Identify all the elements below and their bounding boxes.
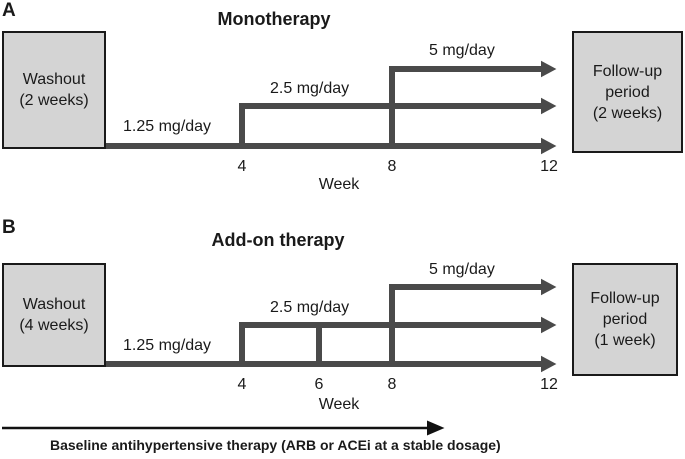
panel-a-lines bbox=[105, 60, 557, 155]
panel-b-tick-12: 12 bbox=[540, 376, 558, 393]
panel-a-followup-box: Follow-up period (2 weeks) bbox=[572, 31, 683, 153]
baseline-label: Baseline antihypertensive therapy (ARB o… bbox=[50, 437, 501, 453]
panel-b-followup-box: Follow-up period (1 week) bbox=[572, 263, 678, 376]
panel-a-dose-3: 5 mg/day bbox=[429, 42, 495, 59]
panel-b-tick-4: 4 bbox=[237, 376, 247, 393]
panel-b-axis-label: Week bbox=[318, 396, 360, 413]
panel-a-dose-1: 1.25 mg/day bbox=[123, 118, 212, 135]
panel-a-title: Monotherapy bbox=[217, 9, 331, 29]
panel-a-letter: A bbox=[2, 0, 16, 21]
panel-b-washout-box: Washout (4 weeks) bbox=[2, 263, 106, 367]
panel-a-washout-box: Washout (2 weeks) bbox=[2, 31, 106, 149]
panel-b-letter: B bbox=[2, 217, 16, 238]
panel-b-dose-3: 5 mg/day bbox=[429, 261, 495, 278]
panel-a-tick-12: 12 bbox=[540, 158, 558, 175]
panel-a-tick-8: 8 bbox=[387, 158, 397, 175]
panel-b-lines bbox=[105, 278, 557, 373]
panel-b-title: Add-on therapy bbox=[211, 230, 345, 250]
panel-a-tick-4: 4 bbox=[237, 158, 247, 175]
panel-b-dose-2: 2.5 mg/day bbox=[270, 299, 350, 316]
panel-a-axis-label: Week bbox=[318, 176, 360, 193]
panel-b-tick-8: 8 bbox=[387, 376, 397, 393]
panel-a-dose-2: 2.5 mg/day bbox=[270, 80, 350, 97]
panel-b-dose-1: 1.25 mg/day bbox=[123, 337, 212, 354]
panel-b-tick-6: 6 bbox=[314, 376, 324, 393]
